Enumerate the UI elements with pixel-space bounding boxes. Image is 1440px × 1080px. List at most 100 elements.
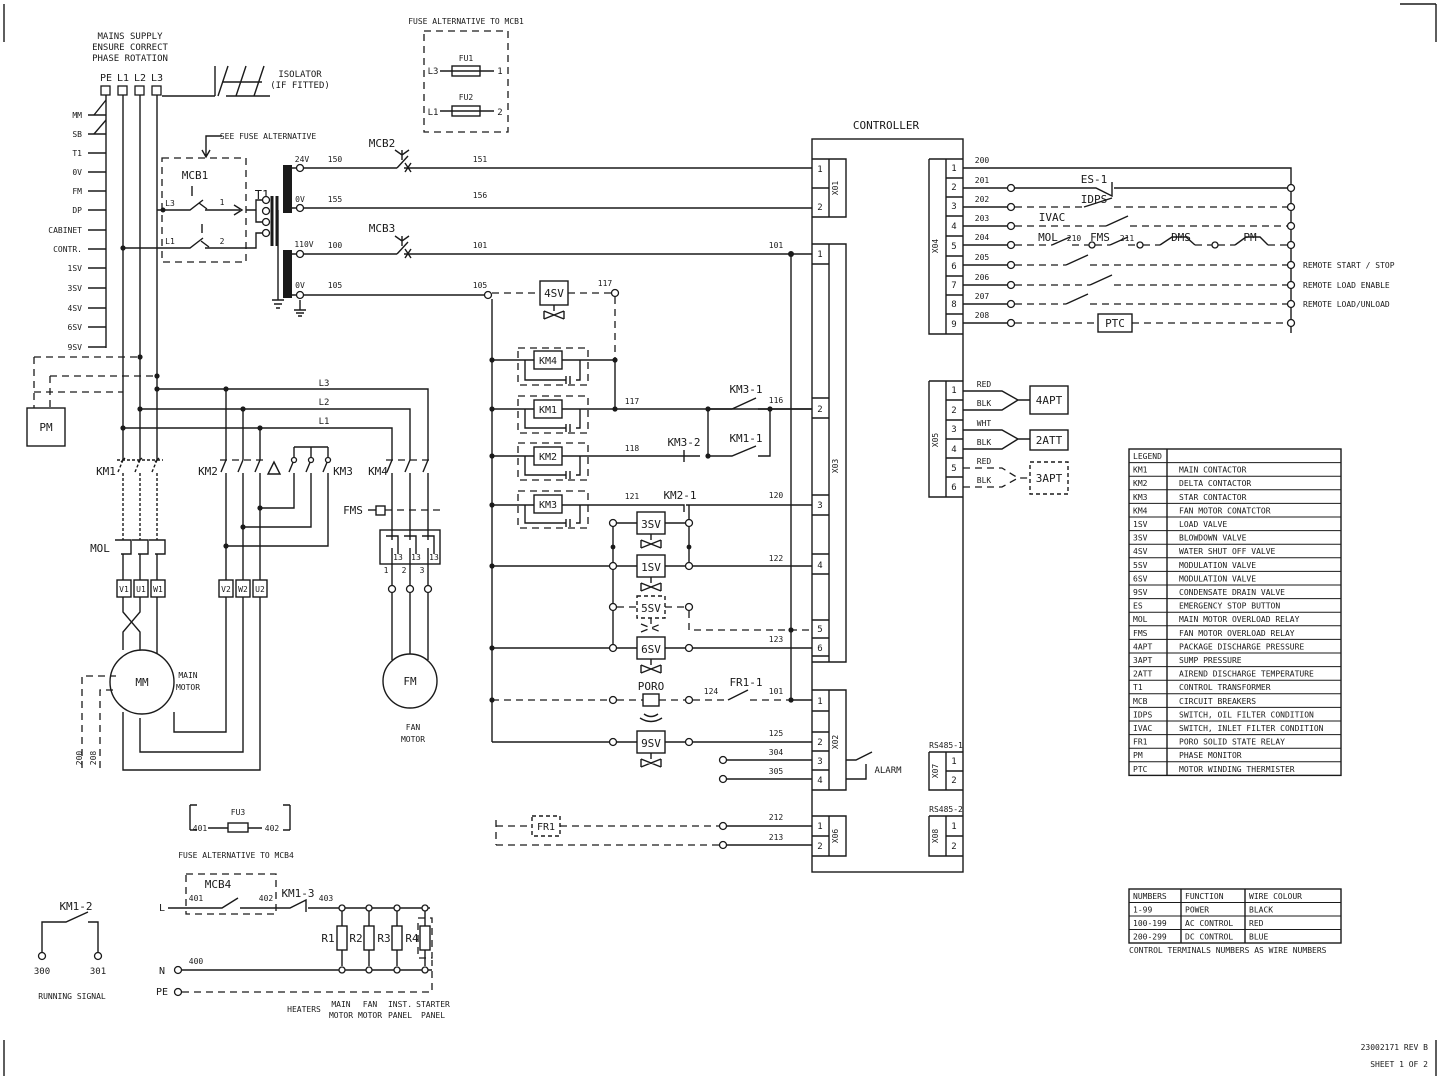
x05-pin-3: 3	[951, 425, 956, 435]
legend-code: 5SV	[1133, 561, 1148, 570]
mcb4-402: 402	[259, 894, 274, 903]
pm-contact-label: PM	[1243, 231, 1257, 244]
x05-red-2: RED	[977, 457, 992, 466]
fuse-alternative-mcb1: FUSE ALTERNATIVE TO MCB1 L3 L1 FU1 FU2 1…	[408, 17, 524, 133]
x05-blk-3: BLK	[977, 476, 992, 485]
x04-wire-205: 205	[975, 253, 990, 262]
v1-label: V1	[119, 585, 129, 594]
wire-table-cell: 100-199	[1133, 919, 1167, 928]
x08-pin-2: 2	[951, 842, 956, 852]
wire-100: 100	[328, 241, 343, 250]
fms-t13-b: 13	[411, 553, 421, 562]
x04-wire-204: 204	[975, 233, 990, 242]
phase-l2-label: L2	[134, 73, 146, 84]
mains-supply-line1: MAINS SUPPLY	[97, 32, 163, 42]
km4-coil-label: KM4	[539, 356, 557, 367]
legend-description: WATER SHUT OFF VALVE	[1179, 547, 1276, 556]
w2-label: W2	[238, 585, 248, 594]
x04-pin-8: 8	[951, 300, 956, 310]
x04-pin-3: 3	[951, 202, 956, 212]
km1-coil-label: KM1	[539, 405, 557, 416]
x03-pin-5: 5	[817, 625, 822, 635]
2att-sensor	[1029, 429, 1069, 451]
wire-125: 125	[769, 729, 784, 738]
legend-code: 3SV	[1133, 534, 1148, 543]
r4-label: R4	[405, 932, 419, 945]
legend-code: FMS	[1133, 629, 1148, 638]
legend-description: CIRCUIT BREAKERS	[1179, 697, 1256, 706]
mm-wire-208: 208	[89, 751, 98, 766]
fuse-alt-mcb4: FUSE ALTERNATIVE TO MCB4	[178, 851, 294, 860]
legend-code: PTC	[1133, 765, 1148, 774]
fu1-label: FU1	[459, 54, 474, 63]
drawing-number: 23002171 REV B	[1361, 1043, 1429, 1052]
isolator-label: ISOLATOR	[278, 70, 322, 80]
mcb3-label: MCB3	[369, 222, 396, 235]
x04-pin-1: 1	[951, 164, 956, 174]
9sv-label: 9SV	[641, 737, 661, 750]
mains-supply-line3: PHASE ROTATION	[92, 54, 168, 64]
heater-l-label: L	[159, 903, 165, 914]
phase-l1-label: L1	[117, 73, 129, 84]
x02-label: X02	[831, 735, 840, 750]
solenoid-valves: 3SV 1SV 122 5SV 6SV 123 PORO	[492, 505, 812, 850]
pe-label-3sv: 3SV	[68, 284, 83, 293]
x02-pin-1: 1	[817, 697, 822, 707]
wire-403: 403	[319, 894, 334, 903]
x04-wire-207: 207	[975, 292, 990, 301]
x05-blk-2: BLK	[977, 438, 992, 447]
wire-117-a: 117	[598, 279, 613, 288]
legend-description: SUMP PRESSURE	[1179, 656, 1242, 665]
fm-terminal-3: 3	[420, 566, 425, 575]
fms-t13-c: 13	[429, 553, 439, 562]
x03-label: X03	[831, 459, 840, 474]
w1-label: W1	[153, 585, 163, 594]
wire-116: 116	[769, 396, 784, 405]
3apt-sensor	[1029, 461, 1069, 495]
x04-pin-2: 2	[951, 183, 956, 193]
controller-body	[811, 138, 964, 873]
fm-terminal-2: 2	[402, 566, 407, 575]
heater-pe-label: PE	[156, 987, 168, 998]
x03-pin-1: 1	[817, 250, 822, 260]
terminal-l3	[151, 85, 162, 96]
fu3-symbol	[227, 822, 249, 833]
wire-table-cell: BLUE	[1249, 933, 1268, 942]
x04-wire-203: 203	[975, 214, 990, 223]
heater-starter-panel-2: PANEL	[421, 1011, 445, 1020]
heater-n-label: N	[159, 966, 165, 977]
x07-label: X07	[931, 764, 940, 779]
sheet-frame-corners	[3, 3, 1437, 1076]
fms-t13-a: 13	[393, 553, 403, 562]
idps-label: IDPS	[1081, 193, 1108, 206]
heater-starter-panel-1: STARTER	[416, 1000, 450, 1009]
fr1-relay	[531, 815, 561, 837]
legend-code: IVAC	[1133, 724, 1152, 733]
4apt-sensor	[1029, 385, 1069, 415]
mcb1-l1: L1	[165, 237, 175, 246]
phase-monitor: PM	[26, 356, 157, 447]
mains-supply-line2: ENSURE CORRECT	[92, 43, 168, 53]
t1-110v-label: 110V	[294, 240, 313, 249]
x05-red-1: RED	[977, 380, 992, 389]
remote-load-unload: REMOTE LOAD/UNLOAD	[1303, 300, 1390, 309]
t1-24v-label: 24V	[295, 155, 310, 164]
fu2-label: FU2	[459, 93, 474, 102]
fu3-401: 401	[193, 824, 208, 833]
legend-code: KM2	[1133, 479, 1148, 488]
alarm-label: ALARM	[874, 766, 902, 776]
legend-description: DELTA CONTACTOR	[1179, 479, 1251, 488]
x04-wire-202: 202	[975, 195, 990, 204]
wire-table-cell: 200-299	[1133, 933, 1167, 942]
x07-pin-1: 1	[951, 757, 956, 767]
x05-blk-1: BLK	[977, 399, 992, 408]
transformer-secondary-24v	[283, 165, 292, 213]
poro-device	[642, 693, 660, 707]
es1-label: ES-1	[1081, 173, 1108, 186]
terminal-w1	[150, 579, 166, 598]
km4-power-label: KM4	[368, 465, 388, 478]
main-motor-mm	[109, 649, 175, 715]
control-contacts: KM3-1 116 KM1-1 118 KM3-2 121 KM2-1 120	[625, 383, 812, 512]
wire-101-c: 101	[769, 687, 784, 696]
pe-label-0v: 0V	[72, 168, 82, 177]
